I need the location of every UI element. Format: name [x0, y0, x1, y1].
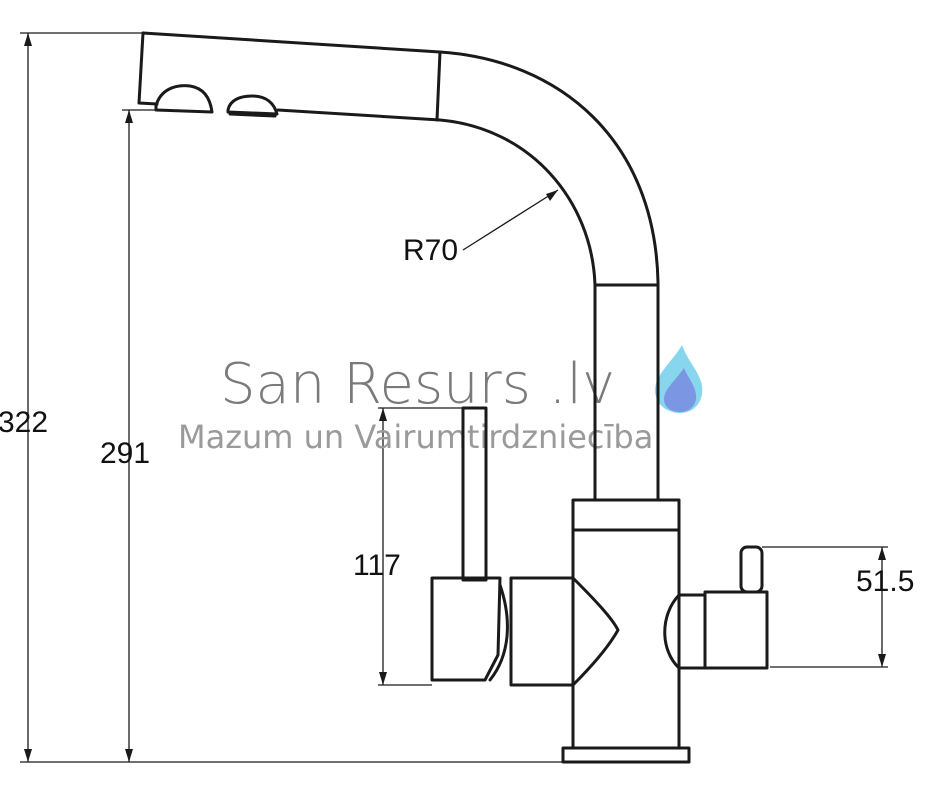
side-handle	[663, 545, 769, 670]
total-height-label: 322	[0, 406, 48, 439]
dimension-total-height: 322	[0, 32, 565, 763]
dimension-side-handle-height: 51.5	[762, 546, 914, 668]
dimension-lever-height: 117	[353, 407, 463, 686]
lever-height-label: 117	[353, 549, 401, 582]
watermark-title: San Resurs .lv	[220, 352, 615, 417]
side-handle-height-label: 51.5	[856, 565, 914, 598]
water-drop-icon	[655, 345, 703, 413]
main-lever	[430, 406, 620, 687]
watermark: San Resurs .lv Mazum un Vairumtirdzniecī…	[178, 345, 703, 456]
dimension-spout-height: 291	[100, 109, 160, 762]
faucet-spout	[137, 31, 660, 502]
spout-aerators	[154, 84, 279, 118]
spout-height-label: 291	[100, 437, 150, 470]
radius-label: R70	[403, 234, 458, 267]
faucet-body	[561, 498, 691, 764]
watermark-subtitle: Mazum un Vairumtirdzniecība	[178, 418, 653, 456]
radius-callout: R70	[403, 189, 559, 267]
